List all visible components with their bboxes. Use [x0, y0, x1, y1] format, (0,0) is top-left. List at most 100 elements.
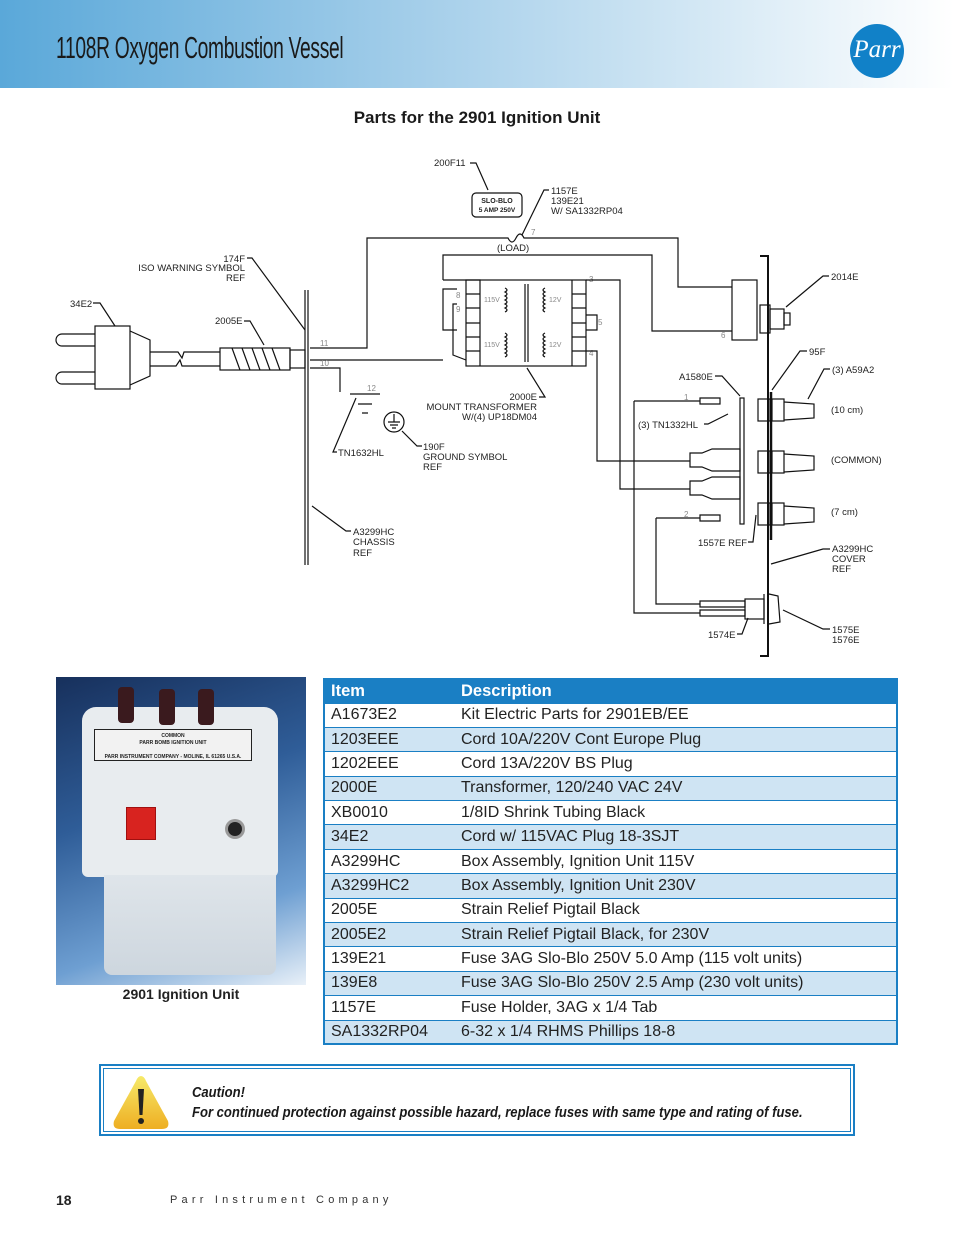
label-139E21: 139E21 [551, 196, 584, 207]
switch-body [731, 279, 758, 341]
item-description: Strain Relief Pigtail Black [455, 897, 897, 923]
wire-number: 5 [598, 318, 603, 327]
label-load: (LOAD) [497, 243, 529, 254]
page-header: 1108R Oxygen Combustion Vessel Parr [0, 0, 954, 88]
binding-post [198, 689, 214, 725]
item-number: SA1332RP04 [324, 1019, 455, 1045]
nameplate-title: PARR BOMB IGNITION UNIT [139, 740, 207, 746]
item-description: Cord 13A/220V BS Plug [455, 751, 897, 777]
binding-post [159, 689, 175, 725]
item-number: A1673E2 [324, 702, 455, 728]
item-number: 1157E [324, 995, 455, 1021]
item-number: 2005E2 [324, 922, 455, 947]
label-mount-transformer: MOUNT TRANSFORMER [427, 402, 538, 413]
fuse-rating: 5 AMP 250V [479, 207, 516, 214]
binding-posts [689, 397, 815, 526]
coil-12v-label: 12V [549, 297, 562, 304]
label-1557e: 1557E REF [698, 538, 747, 549]
label-chassis-ref: REF [353, 548, 372, 559]
label-tn1332hl: (3) TN1332HL [638, 420, 698, 431]
header-description: Description [455, 679, 897, 703]
item-description: Box Assembly, Ignition Unit 115V [455, 848, 897, 874]
label-iso-ref: REF [226, 273, 245, 284]
nameplate: COMMON PARR BOMB IGNITION UNIT PARR INST… [94, 729, 252, 761]
label-200F11: 200F11 [434, 158, 466, 169]
label-1576e: 1576E [832, 635, 859, 646]
item-description: Fuse 3AG Slo-Blo 250V 5.0 Amp (115 volt … [455, 946, 897, 972]
label-ground-symbol: GROUND SYMBOL [423, 452, 507, 463]
transformer [442, 279, 598, 367]
label-34E2: 34E2 [70, 299, 92, 310]
plug [55, 325, 306, 390]
coil-12v-label: 12V [549, 342, 562, 349]
label-a1580e: A1580E [679, 372, 713, 383]
label-a3299hc-chassis: A3299HC [353, 527, 394, 538]
label-sa1332rp04: W/ SA1332RP04 [551, 206, 623, 217]
page-number: 18 [56, 1192, 72, 1208]
label-10cm: (10 cm) [831, 405, 863, 416]
item-number: A3299HC2 [324, 873, 455, 899]
switch-2014E [769, 308, 785, 330]
item-description: Strain Relief Pigtail Black, for 230V [455, 922, 897, 947]
label-2014E: 2014E [831, 272, 858, 283]
wire-number: 11 [320, 339, 329, 348]
wire-number: 8 [456, 291, 461, 300]
ground-terminal [350, 393, 380, 414]
label-1157E: 1157E [551, 186, 578, 197]
label-190F: 190F [423, 442, 445, 453]
nameplate-company: PARR INSTRUMENT COMPANY - MOLINE, IL 612… [104, 754, 242, 760]
label-7cm: (7 cm) [831, 507, 858, 518]
item-description: Transformer, 120/240 VAC 24V [455, 775, 897, 801]
label-95F: 95F [809, 347, 826, 358]
item-number: XB0010 [324, 800, 455, 825]
item-number: A3299HC [324, 848, 455, 874]
label-2000E: 2000E [510, 392, 537, 403]
coil-115v-label: 115V [484, 297, 500, 304]
footer-company: Parr Instrument Company [170, 1194, 393, 1206]
item-description: Fuse Holder, 3AG x 1/4 Tab [455, 995, 897, 1021]
caution-text: For continued protection against possibl… [192, 1105, 803, 1121]
label-up18dm04: W/(4) UP18DM04 [462, 412, 537, 423]
label-a3299hc-cover: A3299HC [832, 544, 873, 555]
item-description: 1/8ID Shrink Tubing Black [455, 800, 897, 825]
item-description: Box Assembly, Ignition Unit 230V [455, 873, 897, 899]
item-description: Cord w/ 115VAC Plug 18-3SJT [455, 824, 897, 850]
label-2005E: 2005E [215, 316, 242, 327]
wiring-diagram: SLO-BLO 5 AMP 250V 200F11 1157E 139E21 W… [55, 158, 882, 657]
caution-title: Caution! [192, 1085, 245, 1101]
item-description: Cord 10A/220V Cont Europe Plug [455, 726, 897, 752]
unit-body [104, 875, 276, 975]
label-ground-ref: REF [423, 462, 442, 473]
cover-panel [760, 255, 769, 657]
push-button [228, 822, 242, 836]
nameplate-common: COMMON [161, 733, 185, 739]
warning-triangle-icon [113, 1076, 169, 1129]
fuse-text: SLO-BLO [481, 198, 513, 205]
ground-symbol [383, 411, 405, 433]
wire-number: 1 [684, 393, 689, 402]
wire-number: 10 [320, 359, 329, 368]
wire-number: 9 [456, 305, 461, 314]
section-title: Parts for the 2901 Ignition Unit [353, 108, 601, 127]
caution-box: Caution! For continued protection agains… [99, 1064, 855, 1136]
item-number: 34E2 [324, 824, 455, 850]
table-header-row: Item Description [324, 679, 897, 703]
wire-number: 4 [589, 349, 594, 358]
item-number: 1202EEE [324, 751, 455, 777]
item-description: Kit Electric Parts for 2901EB/EE [455, 702, 897, 728]
label-a59a2: (3) A59A2 [832, 365, 874, 376]
item-number: 1203EEE [324, 726, 455, 752]
pilot-lamp [699, 593, 781, 625]
item-number: 2005E [324, 897, 455, 923]
